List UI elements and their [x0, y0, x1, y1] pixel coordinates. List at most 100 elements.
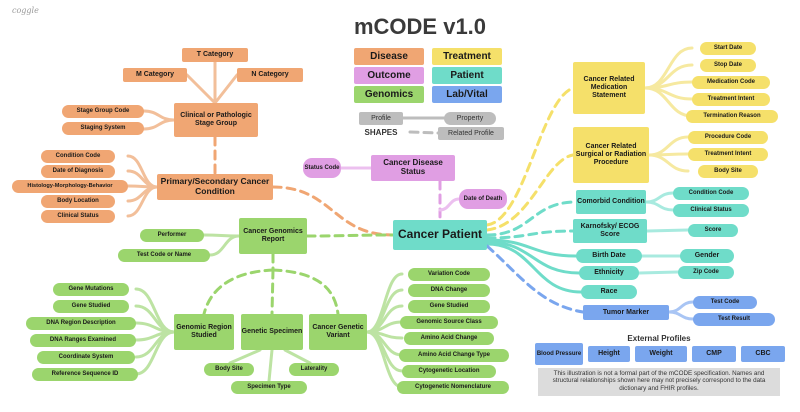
link-patient-to-procedure — [485, 153, 575, 232]
coggle-logo: coggle — [12, 6, 39, 15]
link-stage-group-code — [142, 109, 176, 122]
condition-code-node: Condition Code — [41, 150, 115, 163]
link-patient-to-medication — [485, 86, 575, 227]
link-procedure-property — [647, 153, 690, 173]
link-to-specimen — [270, 268, 275, 316]
score-node: Score — [688, 224, 738, 237]
medication-statement-node: Cancer Related Medication Statement — [573, 62, 645, 114]
link-condition-property — [126, 185, 159, 218]
variation-code-node: Variation Code — [408, 268, 490, 281]
cbc-node: CBC — [741, 346, 785, 362]
amino-acid-change-node: Amino Acid Change — [404, 332, 494, 345]
karnofsky-score-node: Karnofsky/ ECOG Score — [573, 219, 647, 243]
n-category-node: N Category — [237, 68, 303, 82]
genomic-region-studied-node: Genomic Region Studied — [174, 314, 234, 350]
weight-node: Weight — [635, 346, 687, 362]
t-category-node: T Category — [182, 48, 248, 62]
variant-gene-studied-node: Gene Studied — [408, 300, 490, 313]
link-specimen-laterality — [283, 348, 312, 365]
link-patient-to-comorbid — [485, 200, 578, 237]
link-region-property — [134, 287, 176, 334]
blood-pressure-node: Blood Pressure — [535, 343, 583, 365]
amino-acid-change-type-node: Amino Acid Change Type — [399, 349, 509, 362]
stop-date-node: Stop Date — [700, 59, 756, 72]
clinical-status-node: Clinical Status — [41, 210, 115, 223]
diagram-title: mCODE v1.0 — [353, 14, 487, 39]
dna-region-description-node: DNA Region Description — [26, 317, 136, 330]
treatment-intent-node: Treatment Intent — [692, 93, 770, 106]
link-score — [645, 228, 690, 233]
genetic-specimen-node: Genetic Specimen — [241, 314, 303, 350]
coordinate-system-node: Coordinate System — [37, 351, 135, 364]
genomic-source-class-node: Genomic Source Class — [400, 316, 498, 329]
m-category-node: M Category — [123, 68, 187, 82]
link-variant-property — [365, 330, 404, 389]
legend-patient: Patient — [432, 67, 502, 84]
cancer-disease-status-node: Cancer Disease Status — [371, 155, 455, 181]
zip-code-node: Zip Code — [678, 266, 734, 279]
cytogenetic-nomenclature-node: Cytogenetic Nomenclature — [397, 381, 509, 394]
gene-studied-node: Gene Studied — [53, 300, 129, 313]
link-to-region — [202, 268, 275, 316]
link-date-of-death — [438, 197, 461, 212]
link-test-code — [667, 300, 695, 314]
procedure-treatment-intent-node: Treatment Intent — [688, 148, 768, 161]
link-n-category — [213, 73, 239, 105]
legend-labvital: Lab/Vital — [432, 86, 502, 103]
gender-node: Gender — [680, 249, 734, 263]
tumor-marker-node: Tumor Marker — [583, 305, 669, 320]
link-patient-to-tumor-marker — [485, 244, 585, 314]
ethnicity-node: Ethnicity — [579, 266, 639, 280]
link-staging-system — [142, 118, 176, 131]
comorbid-condition-code-node: Condition Code — [673, 187, 749, 200]
cancer-genomics-report-node: Cancer Genomics Report — [239, 218, 307, 254]
link-patient-to-karnofsky — [485, 229, 575, 240]
link-patient-to-race — [485, 242, 583, 294]
link-m-category — [185, 73, 217, 105]
status-code-node: Status Code — [303, 158, 341, 178]
test-result-node: Test Result — [693, 313, 775, 326]
link-comorbid-code — [644, 191, 675, 204]
start-date-node: Start Date — [700, 42, 756, 55]
cmp-node: CMP — [692, 346, 736, 362]
date-of-death-node: Date of Death — [459, 189, 507, 209]
clinical-stage-group-node: Clinical or Pathologic Stage Group — [174, 103, 258, 137]
link-to-variant — [271, 268, 340, 316]
surgical-procedure-node: Cancer Related Surgical or Radiation Pro… — [573, 127, 649, 183]
link-test-result — [667, 310, 695, 321]
date-of-diagnosis-node: Date of Diagnosis — [41, 165, 115, 178]
body-location-node: Body Location — [41, 195, 115, 208]
link-procedure-property — [647, 135, 690, 157]
link-region-property — [134, 330, 176, 376]
link-condition-to-patient — [271, 185, 395, 237]
external-profiles-label: External Profiles — [627, 334, 691, 343]
link-specimen-body-site — [228, 348, 262, 365]
termination-reason-node: Termination Reason — [686, 110, 778, 123]
dna-change-node: DNA Change — [408, 284, 490, 297]
link-specimen-type — [267, 348, 274, 383]
cytogenetic-location-node: Cytogenetic Location — [402, 365, 496, 378]
gene-mutations-node: Gene Mutations — [53, 283, 129, 296]
height-node: Height — [588, 346, 630, 362]
medication-code-node: Medication Code — [692, 76, 770, 89]
histology-node: Histology-Morphology-Behavior — [12, 180, 128, 193]
procedure-body-site-node: Body Site — [698, 165, 758, 178]
race-node: Race — [581, 285, 637, 299]
procedure-code-node: Procedure Code — [688, 131, 768, 144]
legend-shapes-label: SHAPES — [364, 128, 398, 137]
legend-treatment: Treatment — [432, 48, 502, 65]
test-code-or-name-node: Test Code or Name — [118, 249, 210, 262]
link-variant-property — [365, 320, 404, 334]
legend-disease: Disease — [354, 48, 424, 65]
link-patient-to-ethnicity — [485, 240, 581, 275]
staging-system-node: Staging System — [62, 122, 144, 135]
legend-genomics: Genomics — [354, 86, 424, 103]
link-report-to-patient — [305, 233, 395, 238]
cancer-patient-node: Cancer Patient — [393, 220, 487, 250]
birth-date-node: Birth Date — [576, 249, 642, 263]
primary-cancer-condition-node: Primary/Secondary Cancer Condition — [157, 174, 273, 200]
cancer-genetic-variant-node: Cancer Genetic Variant — [309, 314, 367, 350]
legend-shape-property: Property — [444, 112, 496, 125]
